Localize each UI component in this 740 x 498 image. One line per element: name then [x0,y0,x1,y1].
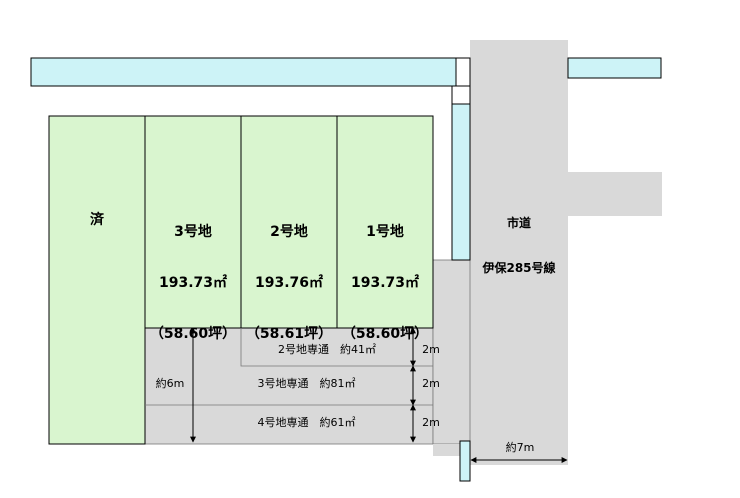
sold-label: 済 [90,212,104,228]
passage-3-label: 3号地専通 約81㎡ [257,377,356,390]
passage-2-label: 2号地専通 約41㎡ [278,343,376,356]
lot-2-area-m2: 193.76㎡ [254,275,324,291]
city-road-line1: 市道 [506,216,531,230]
lot-1-area-tsubo: （58.60坪） [341,326,429,342]
passage-divider-2 [240,328,433,367]
lot-2 [240,115,338,329]
lot-3-label: 3号地 193.73㎡ （58.60坪） [145,190,241,360]
lot-2-name: 2号地 [270,224,308,240]
lot-2-area-tsubo: （58.61坪） [245,326,333,342]
water-channel-bottom [459,440,471,482]
passage-total-width: 約6m [155,377,185,390]
passage-4-width: 2m [422,416,440,429]
city-road-line2: 伊保285号線 [482,261,556,275]
lot-3 [144,115,242,329]
water-channel-top-right [567,57,662,79]
city-road [470,40,568,465]
lot-3-name: 3号地 [174,224,212,240]
lot-3-area-tsubo: （58.60坪） [149,326,237,342]
lot-1-label: 1号地 193.73㎡ （58.60坪） [337,190,433,360]
passage-4-label: 4号地専通 約61㎡ [257,416,356,429]
lot-sold [48,115,146,445]
side-road [568,172,662,216]
lot-2-label: 2号地 193.76㎡ （58.61坪） [241,190,337,360]
water-channel-vertical [451,103,471,261]
water-corner-box [455,57,471,87]
lot-1-name: 1号地 [366,224,404,240]
road-width-label: 約7m [505,441,535,454]
passage-2-width: 2m [422,343,440,356]
lot-1 [336,115,434,329]
city-road-label: 市道 伊保285号線 [470,186,568,291]
lot-1-area-m2: 193.73㎡ [350,275,420,291]
passage-3-width: 2m [422,377,440,390]
road-setback [432,259,471,445]
water-corner-box-2 [451,85,471,105]
lot-3-area-m2: 193.73㎡ [158,275,228,291]
water-channel-top-left [30,57,457,87]
